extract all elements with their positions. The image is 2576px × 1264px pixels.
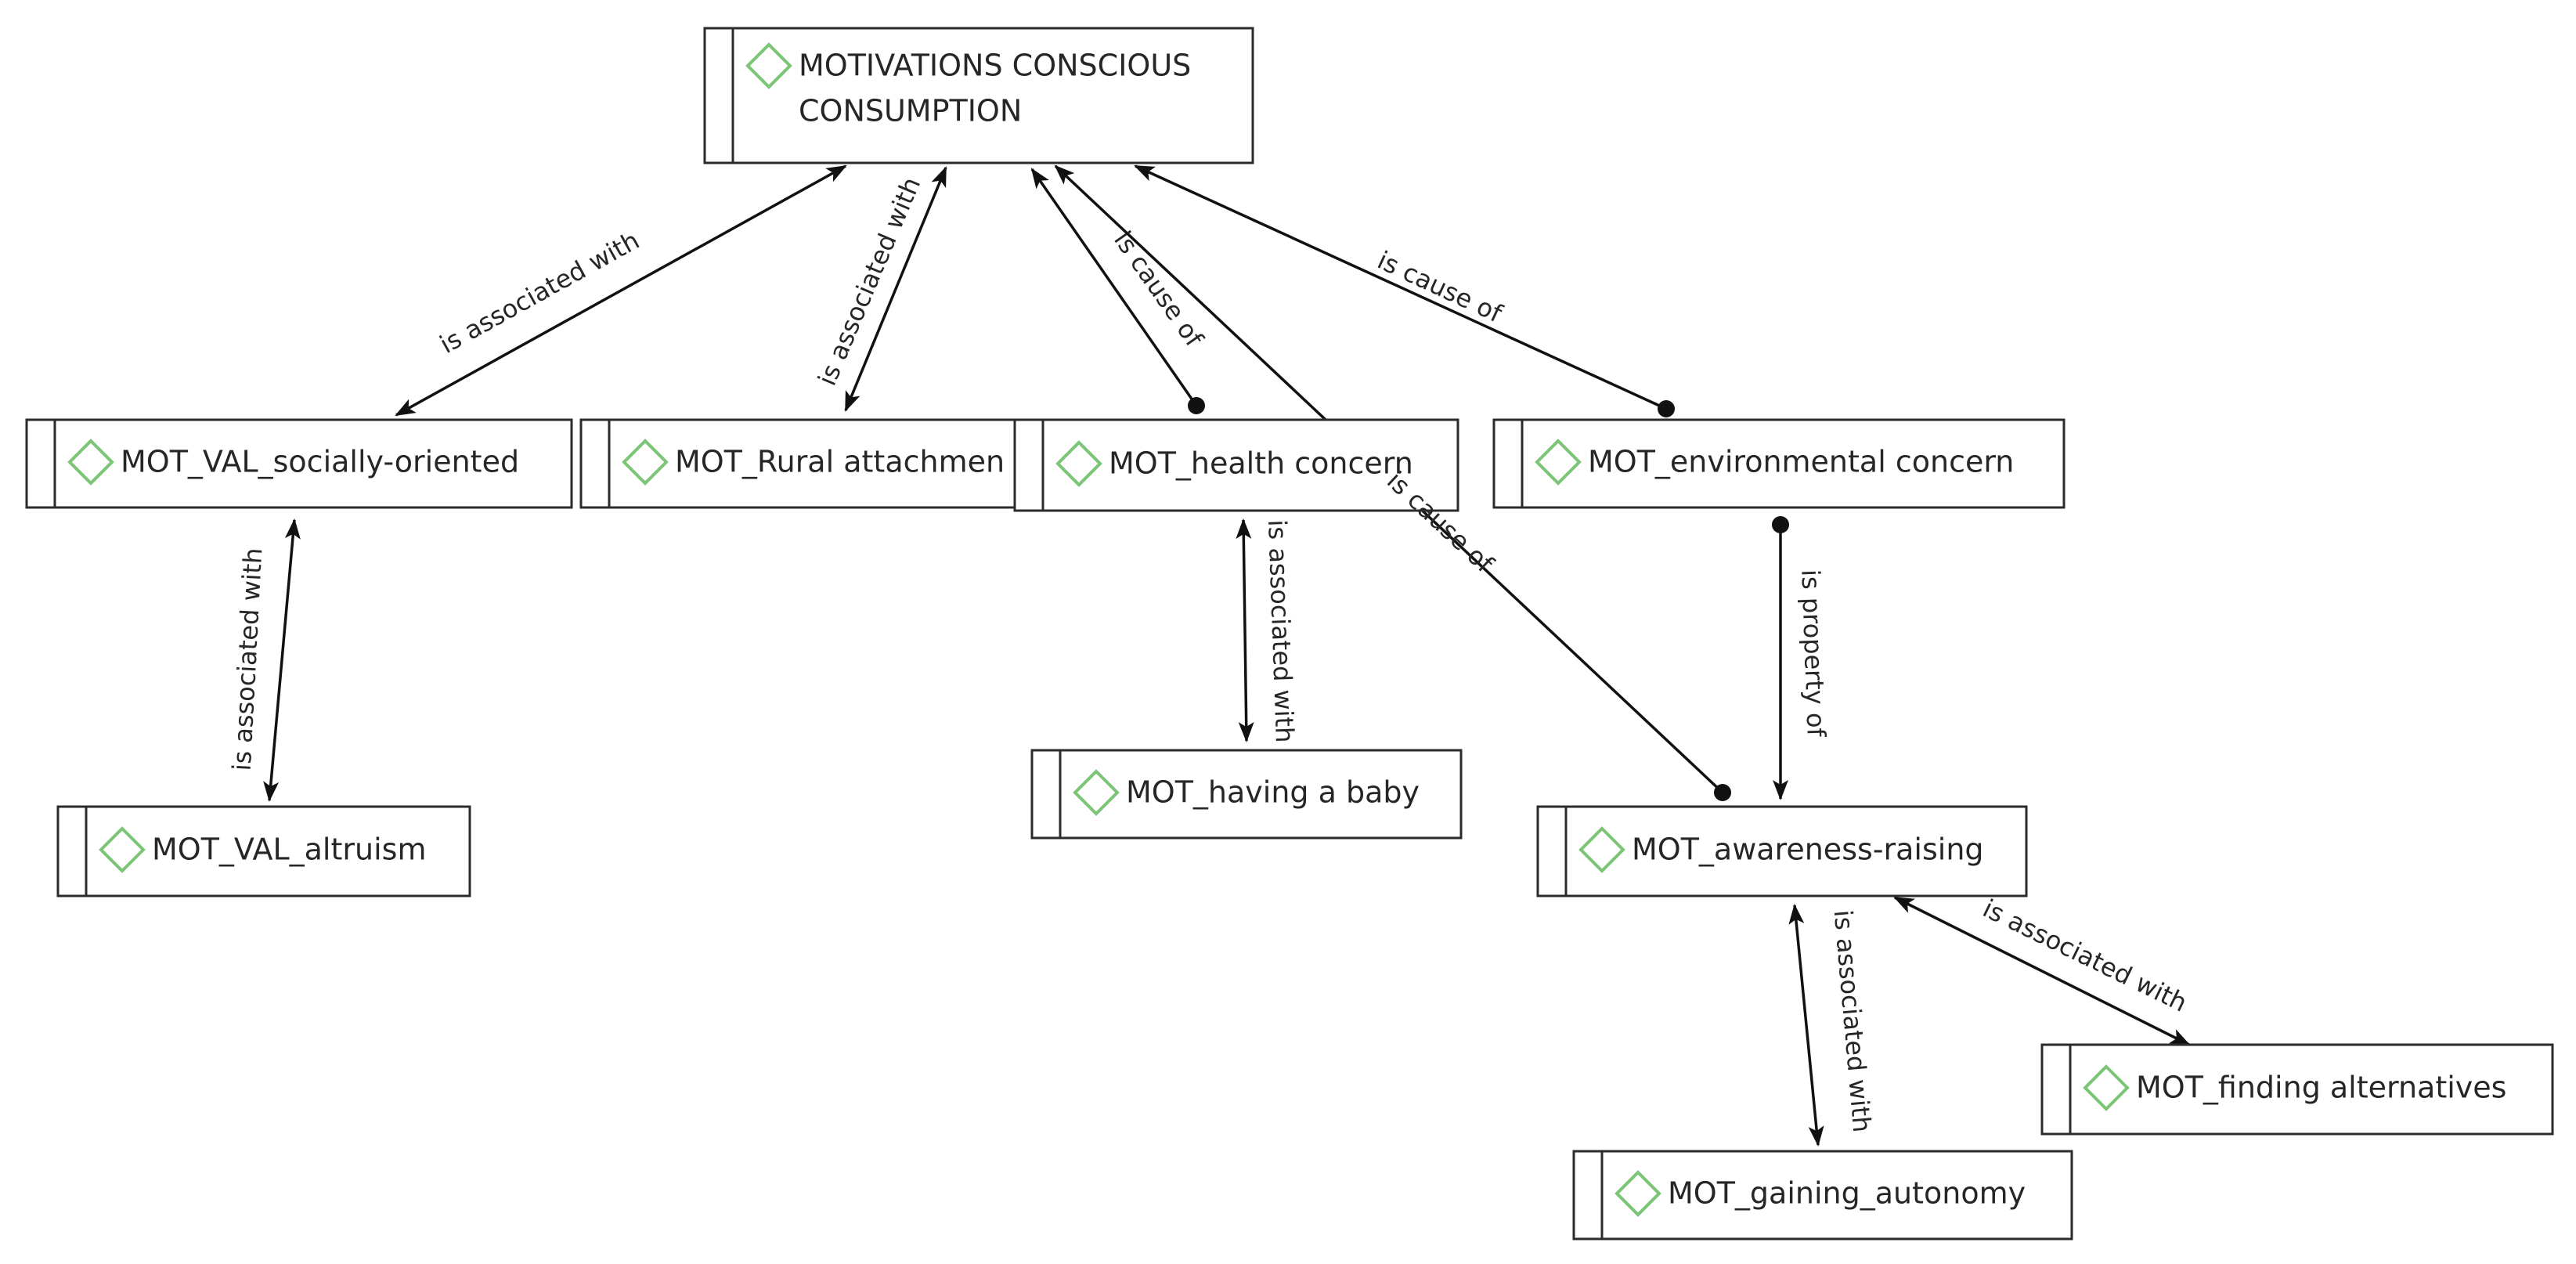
edge-line[interactable] [263,518,301,802]
node-label: MOT_VAL_altruism [152,832,426,867]
edge-label: is associated with [227,547,269,772]
edge-dot [1772,516,1789,533]
diamond-icon [622,439,669,486]
node-box[interactable] [1536,805,2028,897]
node-autonomy[interactable]: MOT_gaining_autonomy [1572,1150,2073,1241]
diamond-icon [67,439,114,486]
node-environmental[interactable]: MOT_environmental concern [1492,418,2065,509]
edge-environmental-to-root[interactable] [1134,164,1675,417]
diamond-icon [1535,439,1582,486]
diamond-icon [99,826,146,873]
diamond-icon [1073,769,1120,816]
edge-line[interactable] [1788,904,1824,1147]
node-baby[interactable]: MOT_having a baby [1030,749,1463,840]
node-health[interactable]: MOT_health concern [1013,418,1459,512]
edge-health-to-root[interactable] [1030,168,1205,414]
edge-line[interactable] [844,166,947,412]
node-box[interactable] [1492,418,2065,509]
edge-label: is associated with [435,226,644,359]
node-box[interactable] [1013,418,1459,512]
diamond-icon [1578,826,1625,873]
node-box[interactable] [56,805,471,897]
node-finding[interactable]: MOT_finding alternatives [2040,1043,2554,1136]
node-label: MOT_VAL_socially-oriented [121,445,519,479]
node-box[interactable] [1030,749,1463,840]
node-awareness[interactable]: MOT_awareness-raising [1536,805,2028,897]
node-label: MOT_gaining_autonomy [1668,1176,2026,1211]
node-label: MOTIVATIONS CONSCIOUS [799,49,1191,83]
edge-label: is associated with [1262,519,1300,743]
edge-label: is property of [1795,569,1831,738]
edge-label: is associated with [812,173,926,390]
node-rural[interactable]: MOT_Rural attachmen [579,418,1060,509]
node-label: MOT_awareness-raising [1632,832,1984,867]
node-label: CONSUMPTION [799,94,1022,128]
node-label: MOT_environmental concern [1588,445,2014,479]
edges-layer [263,164,2191,1147]
node-socially[interactable]: MOT_VAL_socially-oriented [25,418,573,509]
diamond-icon [1055,440,1102,487]
node-label: MOT_Rural attachmen [675,445,1005,479]
node-label: MOT_having a baby [1126,775,1420,810]
node-label: MOT_finding alternatives [2136,1071,2506,1105]
edge-labels-layer: is associated with is associated with is c… [227,173,2192,1134]
node-altruism[interactable]: MOT_VAL_altruism [56,805,471,897]
edge-line[interactable] [1236,518,1254,742]
edge-line[interactable] [1030,168,1198,406]
edge-label: is cause of [1108,226,1209,352]
edge-dot [1714,784,1731,801]
node-box[interactable] [703,27,1254,164]
diamond-icon [2083,1064,2130,1111]
edge-environmental-to-awareness[interactable] [1772,516,1789,800]
edge-label: is cause of [1373,245,1507,329]
edge-line[interactable] [395,164,847,417]
edge-socially-to-root[interactable] [395,164,847,417]
edge-dot [1188,397,1205,414]
node-box[interactable] [25,418,573,509]
edge-label: is associated with [1828,908,1878,1133]
edge-dot [1658,400,1675,417]
diamond-icon [745,42,792,89]
nodes-layer: MOTIVATIONS CONSCIOUS CONSUMPTION MOT_VAL_… [25,27,2554,1241]
diamond-icon [1615,1170,1661,1217]
edge-health-to-baby[interactable] [1236,518,1254,742]
edge-line[interactable] [1134,164,1667,410]
edge-awareness-to-finding[interactable] [1893,896,2191,1046]
edge-awareness-to-autonomy[interactable] [1788,904,1824,1147]
edge-rural-to-root[interactable] [844,166,947,412]
edge-line[interactable] [1893,896,2191,1046]
node-label: MOT_health concern [1109,446,1413,481]
edge-socially-to-altruism[interactable] [263,518,301,802]
node-root[interactable]: MOTIVATIONS CONSCIOUS CONSUMPTION [703,27,1254,164]
